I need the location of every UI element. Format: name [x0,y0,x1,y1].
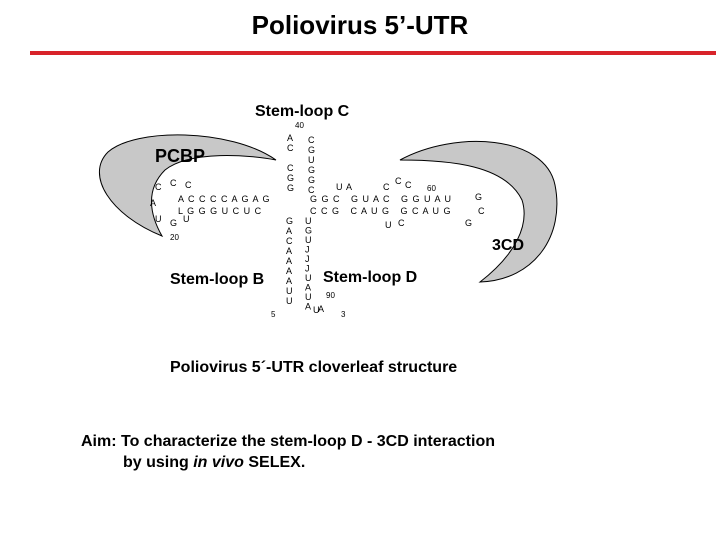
nucleotide: A [287,133,293,143]
left-arm-bottom-strand: L G G G U C U C [178,206,262,216]
nucleotide: A [286,246,292,256]
stem-loop-b-label: Stem-loop B [170,271,264,288]
loop-b-nt: U [183,214,190,224]
nucleotide: A [286,276,292,286]
nucleotide: U [286,286,293,296]
title-divider [30,51,716,55]
nucleotide: A [286,266,292,276]
nucleotide: G [308,175,315,185]
nucleotide: C [308,185,315,195]
stem-loop-c-label: Stem-loop C [255,103,350,120]
junction-nt: U [336,182,343,192]
nucleotide: A [286,256,292,266]
pcbp-protein-shape [98,134,277,238]
nucleotide: C [287,143,294,153]
loop-d-nt: U [385,220,392,230]
stem-loop-d-label: Stem-loop D [323,269,417,286]
loop-d-nt: C [405,180,412,190]
position-20: 20 [170,233,179,242]
nucleotide: G [305,226,312,236]
nucleotide: U [305,273,312,283]
loop-b-nt: C [185,180,192,190]
nucleotide: U [286,296,293,306]
position-90: 90 [326,291,335,300]
loop-d-nt: C [395,176,402,186]
nucleotide: C [287,163,294,173]
right-arm-top-strand: G G C G U A C G G U A U [310,194,452,204]
loop-d-nt: G [475,192,482,202]
figure-caption: Poliovirus 5´-UTR cloverleaf structure [170,359,458,376]
3cd-protein-shape [399,140,558,283]
position-5: 5 [271,310,276,319]
aim-line-2-post: SELEX. [243,454,306,471]
nucleotide: U [305,216,312,226]
right-arm-bottom-strand: C C G C A U G G C A U G [310,206,452,216]
loop-b-nt: C [170,178,177,188]
nucleotide: U [308,155,315,165]
junction-nt: U [313,305,320,315]
position-40: 40 [295,121,304,130]
nucleotide: A [305,283,311,293]
nucleotide: G [287,173,294,183]
nucleotide: A [286,226,292,236]
aim-line-2-italic: in vivo [193,454,244,471]
pcbp-label: PCBP [155,146,205,166]
loop-b-nt: G [170,218,177,228]
nucleotide: J [305,264,310,274]
loop-d-nt: C [398,218,405,228]
nucleotide: G [308,145,315,155]
nucleotide: G [286,216,293,226]
nucleotide: J [305,245,310,255]
aim-line-1: Aim: To characterize the stem-loop D - 3… [81,433,495,450]
nucleotide: U [305,235,312,245]
loop-b-nt: A [150,198,156,208]
left-arm-top-strand: A C C C C A G A G [178,194,271,204]
slide-title: Poliovirus 5’-UTR [251,10,469,40]
nucleotide: C [308,135,315,145]
nucleotide: U [305,292,312,302]
loop-d-nt: C [478,206,485,216]
loop-b-nt: U [155,214,162,224]
junction-nt: C [383,182,390,192]
3cd-label: 3CD [492,237,524,254]
aim-line-2: by using in vivo SELEX. [81,452,495,473]
nucleotide: G [287,183,294,193]
position-3: 3 [341,310,346,319]
nucleotide: J [305,254,310,264]
nucleotide: G [308,165,315,175]
junction-nt: A [318,304,324,314]
loop-b-nt: C [155,182,162,192]
aim-line-2-pre: by using [123,454,194,471]
aim-statement: Aim: To characterize the stem-loop D - 3… [81,431,495,473]
junction-nt: A [346,182,352,192]
loop-d-nt: G [465,218,472,228]
position-60: 60 [427,184,436,193]
nucleotide: A [305,302,311,312]
nucleotide: C [286,236,293,246]
